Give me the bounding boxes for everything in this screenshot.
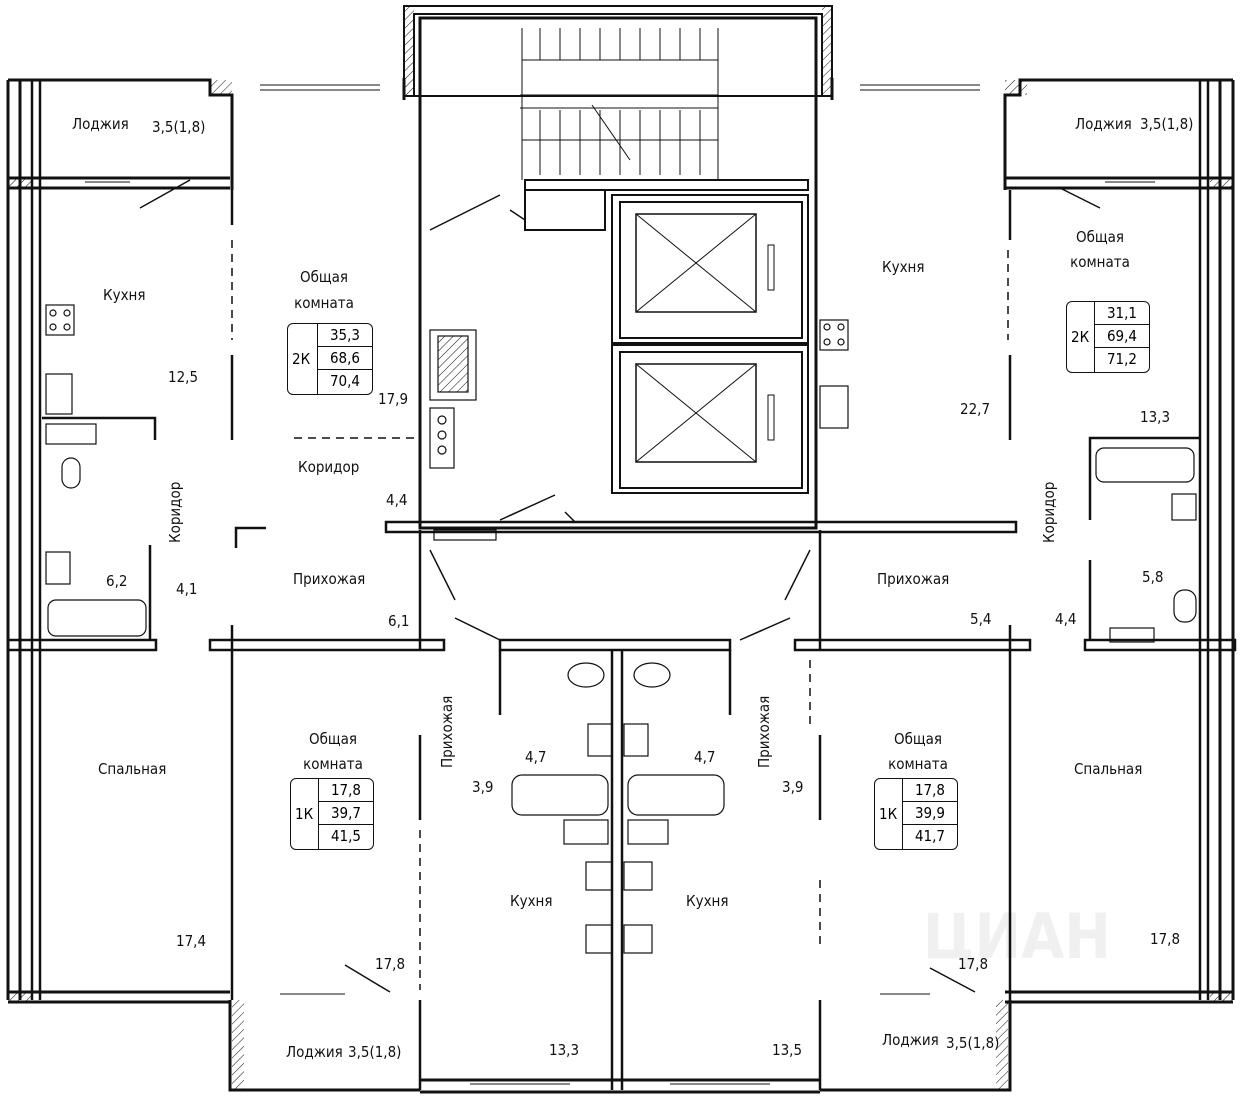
kitchen-bl-name: Кухня — [510, 892, 553, 910]
apartment-type: 2К — [292, 350, 311, 368]
loggia-bl-name: Лоджия — [286, 1043, 343, 1061]
apartment-summary: 1К 17,8 39,7 41,5 — [290, 778, 374, 850]
apartment-summary: 2К 35,3 68,6 70,4 — [287, 323, 373, 395]
total-area-with-loggia: 41,5 — [330, 827, 362, 845]
living-tr-name-1: Общая — [1075, 228, 1125, 246]
wall-hatching — [8, 6, 1233, 1090]
kitchen-tr-area: 22,7 — [960, 400, 991, 418]
living-bl-name-1: Общая — [308, 730, 358, 748]
total-area-with-loggia: 41,7 — [914, 827, 946, 845]
living-tl-name-2: комната — [294, 294, 354, 312]
living-area: 17,8 — [903, 779, 957, 802]
kitchen-tl-name: Кухня — [103, 286, 146, 304]
kitchen-bl-area: 13,3 — [549, 1041, 580, 1059]
living-br-name-2: комната — [888, 755, 948, 773]
fixtures — [45, 304, 1197, 954]
kitchen-tl-area: 12,5 — [168, 368, 199, 386]
corridor-tl-area: 4,4 — [386, 491, 408, 509]
living-bl-area: 17,8 — [375, 955, 406, 973]
elevator-1 — [611, 194, 809, 344]
living-br-name-1: Общая — [893, 730, 943, 748]
loggia-bl-area: 3,5(1,8) — [348, 1043, 402, 1061]
bedroom-br-area: 17,8 — [1150, 930, 1181, 948]
hall-br-area: 3,9 — [782, 778, 804, 796]
hall-br-name: Прихожая — [755, 695, 773, 768]
living-tr-name-2: комната — [1070, 253, 1130, 271]
living-area: 17,8 — [319, 779, 373, 802]
bath-bl-area: 4,7 — [525, 748, 547, 766]
windows — [85, 84, 1155, 1085]
loggia-tl-area: 3,5(1,8) — [152, 118, 206, 136]
corridor-tr-v-area: 4,4 — [1055, 610, 1077, 628]
total-area-with-loggia: 71,2 — [1106, 350, 1138, 368]
corridor-tl-v-area: 4,1 — [176, 580, 198, 598]
hall-tr-area: 5,4 — [970, 610, 992, 628]
apartment-type: 1К — [879, 805, 898, 823]
hall-bl-area: 3,9 — [472, 778, 494, 796]
loggia-tr-area: 3,5(1,8) — [1140, 115, 1194, 133]
living-area: 35,3 — [318, 324, 372, 347]
bath-tr-area: 5,8 — [1142, 568, 1164, 586]
corridor-tr-v-name: Коридор — [1040, 481, 1058, 543]
total-area: 39,9 — [903, 802, 957, 825]
living-tl-area: 17,9 — [378, 390, 409, 408]
loggia-tr-name: Лоджия — [1075, 115, 1132, 133]
living-br-area: 17,8 — [958, 955, 989, 973]
bedroom-br-name: Спальная — [1074, 760, 1143, 778]
corridor-tl-name: Коридор — [298, 458, 360, 476]
apartment-type: 2К — [1071, 328, 1090, 346]
kitchen-tr-name: Кухня — [882, 258, 925, 276]
living-bl-name-2: комната — [303, 755, 363, 773]
total-area: 39,7 — [319, 802, 373, 825]
loggia-tl-name: Лоджия — [72, 115, 129, 133]
watermark: ЦИАН — [922, 900, 1111, 973]
apartment-summary: 1К 17,8 39,9 41,7 — [874, 778, 958, 850]
kitchen-br-name: Кухня — [686, 892, 729, 910]
corridor-tl-v-name: Коридор — [166, 481, 184, 543]
hall-bl-name: Прихожая — [438, 695, 456, 768]
hall-tr-name: Прихожая — [877, 570, 950, 588]
total-area: 68,6 — [318, 347, 372, 370]
partitions — [231, 240, 1009, 990]
loggia-br-area: 3,5(1,8) — [946, 1034, 1000, 1052]
apartment-summary: 2К 31,1 69,4 71,2 — [1066, 301, 1150, 373]
loggia-br-name: Лоджия — [882, 1031, 939, 1049]
bedroom-bl-area: 17,4 — [176, 932, 207, 950]
stair-core — [403, 5, 833, 530]
bath-tl-area: 6,2 — [106, 572, 128, 590]
bath-br-area: 4,7 — [694, 748, 716, 766]
elevator-2 — [611, 344, 809, 494]
apartment-type: 1К — [295, 805, 314, 823]
hall-tl-area: 6,1 — [388, 612, 410, 630]
living-tr-area: 13,3 — [1140, 408, 1171, 426]
kitchen-br-area: 13,5 — [772, 1041, 803, 1059]
living-tl-name-1: Общая — [299, 268, 349, 286]
total-area-with-loggia: 70,4 — [329, 372, 361, 390]
bedroom-bl-name: Спальная — [98, 760, 167, 778]
total-area: 69,4 — [1095, 325, 1149, 348]
doors — [139, 179, 1101, 993]
living-area: 31,1 — [1095, 302, 1149, 325]
hall-tl-name: Прихожая — [293, 570, 366, 588]
